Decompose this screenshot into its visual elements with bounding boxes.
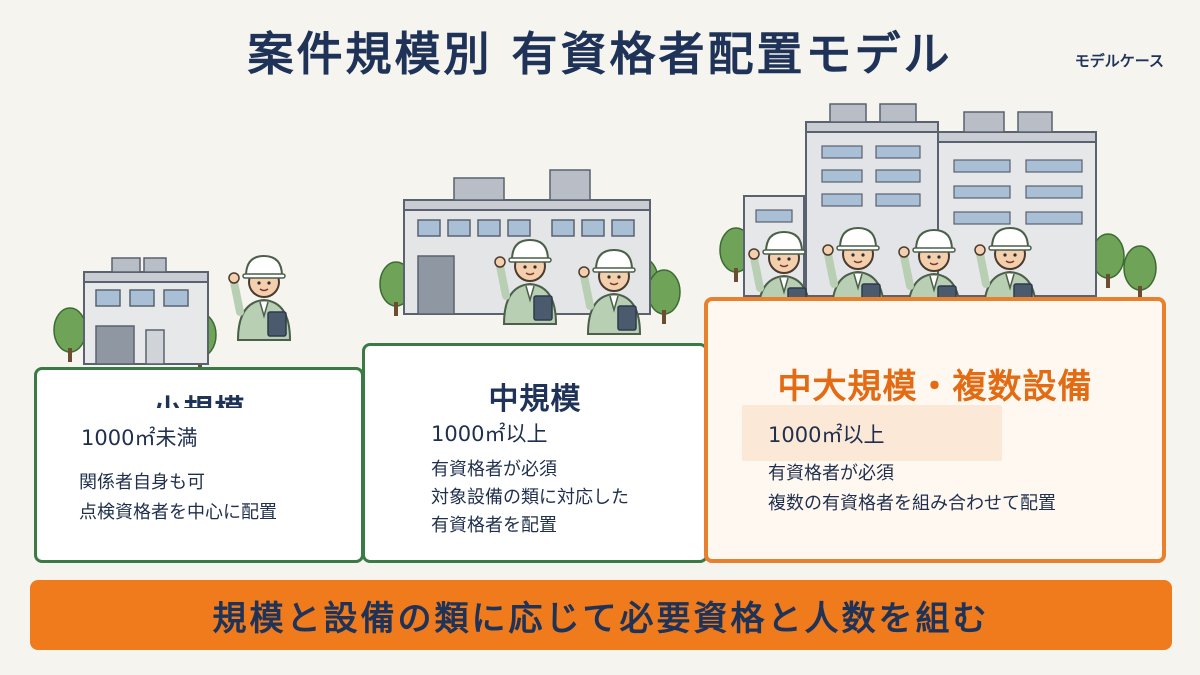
tier-line: 対象設備の類に対応した	[431, 487, 629, 508]
tier-line: 有資格者が必須	[431, 459, 557, 480]
tier-description: 有資格者が必須 対象設備の類に対応した 有資格者を配置	[431, 456, 629, 540]
tier-card-large: 中大規模・複数設備 1000㎡以上 有資格者が必須 複数の有資格者を組み合わせて…	[704, 297, 1166, 563]
tier-line: 有資格者が必須	[768, 463, 894, 484]
tier-area: 1000㎡以上	[431, 422, 548, 446]
tier-area: 1000㎡未満	[81, 426, 198, 450]
tier-description: 関係者自身も可 点検資格者を中心に配置	[79, 468, 277, 528]
tier-card-small: 小規模 1000㎡未満 関係者自身も可 点検資格者を中心に配置	[34, 367, 364, 563]
tier-line: 複数の有資格者を組み合わせて配置	[768, 493, 1056, 514]
model-case-label: モデルケース	[1074, 52, 1164, 70]
summary-banner: 規模と設備の類に応じて必要資格と人数を組む	[30, 580, 1172, 650]
tier-line: 点検資格者を中心に配置	[79, 502, 277, 523]
tier-line: 有資格者を配置	[431, 515, 557, 536]
tier-card-medium: 中規模 1000㎡以上 有資格者が必須 対象設備の類に対応した 有資格者を配置	[362, 343, 708, 563]
page-title: 案件規模別 有資格者配置モデル	[247, 27, 953, 81]
small-building-illustration	[53, 256, 290, 368]
medium-building-illustration	[379, 169, 681, 334]
tier-title: 小規模	[37, 386, 361, 408]
tier-description: 有資格者が必須 複数の有資格者を組み合わせて配置	[768, 459, 1056, 519]
tier-title: 中大規模・複数設備	[777, 367, 1093, 407]
tier-line: 関係者自身も可	[79, 472, 205, 493]
tier-area: 1000㎡以上	[742, 405, 1002, 461]
large-building-illustration	[719, 103, 1157, 316]
tier-title: 中規模	[488, 382, 582, 417]
